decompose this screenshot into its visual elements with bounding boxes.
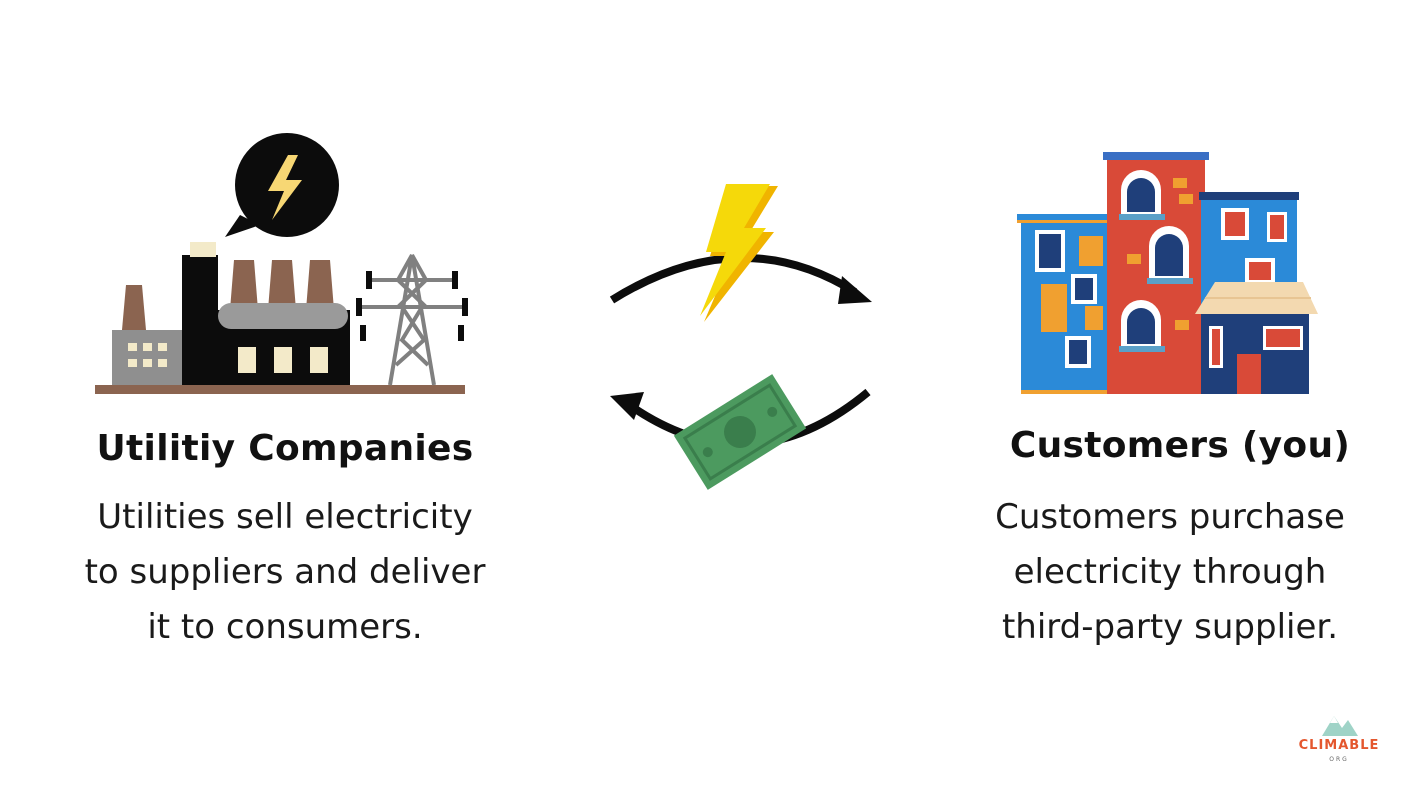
factory-and-power-tower-icon [95,133,468,394]
description-line: to suppliers and deliver [84,552,486,592]
climable-logo-suffix: ORG [1329,756,1349,763]
payment-flow-arrow [610,374,871,490]
description-line: Utilities sell electricity [97,497,473,537]
mountain-logo-icon [1322,716,1358,736]
electricity-flow-arrow [609,184,872,322]
customers-title: Customers (you) [1009,425,1351,466]
customers-description: Customers purchase electricity through t… [950,490,1390,655]
description-line: electricity through [1013,552,1327,592]
speech-bubble-icon [225,133,339,237]
climable-logo-text: CLIMABLE [1298,738,1380,753]
utility-companies-title: Utilitiy Companies [96,428,474,469]
description-line: it to consumers. [147,607,423,647]
description-line: Customers purchase [995,497,1345,537]
apartment-buildings-icon [1017,152,1318,394]
description-line: third-party supplier. [1001,607,1339,647]
lightning-bolt-icon [700,184,778,322]
dollar-bill-icon [673,374,807,490]
utility-companies-description: Utilities sell electricity to suppliers … [30,490,540,655]
